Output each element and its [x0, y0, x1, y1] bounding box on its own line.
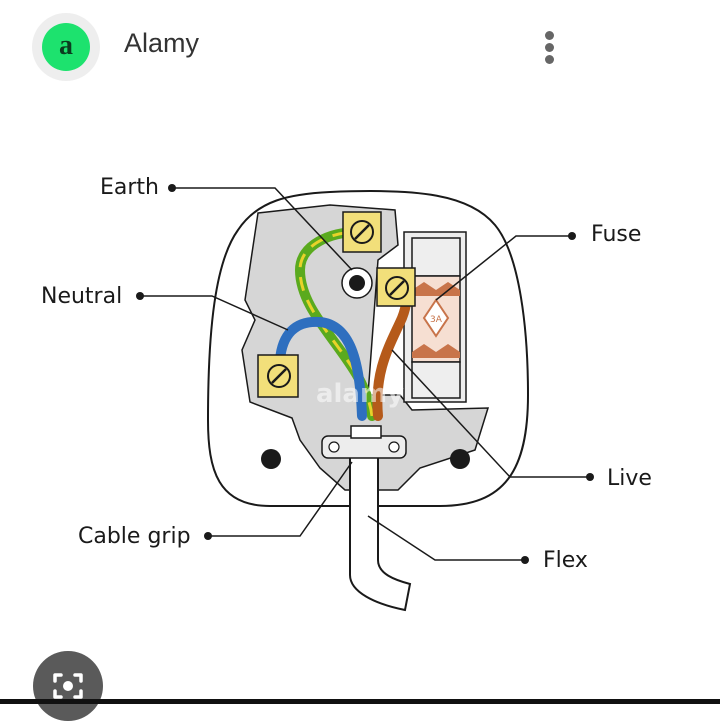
screw-hole-left — [261, 449, 281, 469]
label-neutral: Neutral — [41, 284, 122, 309]
earth-leader — [172, 187, 353, 271]
earth-pin-hole-core — [349, 275, 365, 291]
leader-dots — [136, 184, 594, 564]
neutral-terminal — [257, 354, 299, 398]
flex-leader — [367, 515, 525, 561]
cable-grip — [321, 425, 407, 459]
plug-wiring-diagram: 3A alamy — [41, 175, 652, 612]
menu-dot — [545, 31, 554, 40]
label-cable-grip: Cable grip — [78, 524, 191, 549]
source-logo[interactable]: a — [32, 13, 100, 81]
bottom-edge-bar — [0, 699, 720, 704]
earth-terminal — [342, 211, 382, 253]
earth-wire-stripe — [298, 230, 374, 417]
fuse-leader — [435, 235, 572, 301]
more-vert-icon[interactable] — [536, 26, 564, 70]
image-search-icon[interactable] — [33, 651, 103, 721]
flex-cable — [349, 437, 412, 612]
app-header: a Alamy — [0, 0, 720, 92]
neutral-wire — [275, 316, 367, 421]
neutral-leader — [140, 295, 289, 331]
menu-dot — [545, 43, 554, 52]
label-flex: Flex — [543, 548, 588, 573]
source-logo-letter: a — [59, 30, 73, 61]
menu-dot — [545, 55, 554, 64]
label-fuse: Fuse — [591, 222, 641, 247]
fuse-rating: 3A — [430, 315, 443, 325]
watermark: alamy — [316, 379, 404, 409]
fuse-cartridge: 3A — [411, 237, 461, 399]
source-logo-badge: a — [42, 23, 90, 71]
source-site-name[interactable]: Alamy — [124, 28, 200, 58]
label-earth: Earth — [100, 175, 159, 200]
cable-grip-leader — [208, 461, 353, 537]
live-terminal — [376, 267, 416, 307]
label-live: Live — [607, 466, 652, 491]
leader-lines — [140, 187, 590, 561]
live-leader — [391, 349, 590, 478]
lens-glyph — [53, 673, 83, 699]
screw-hole-right — [450, 449, 470, 469]
